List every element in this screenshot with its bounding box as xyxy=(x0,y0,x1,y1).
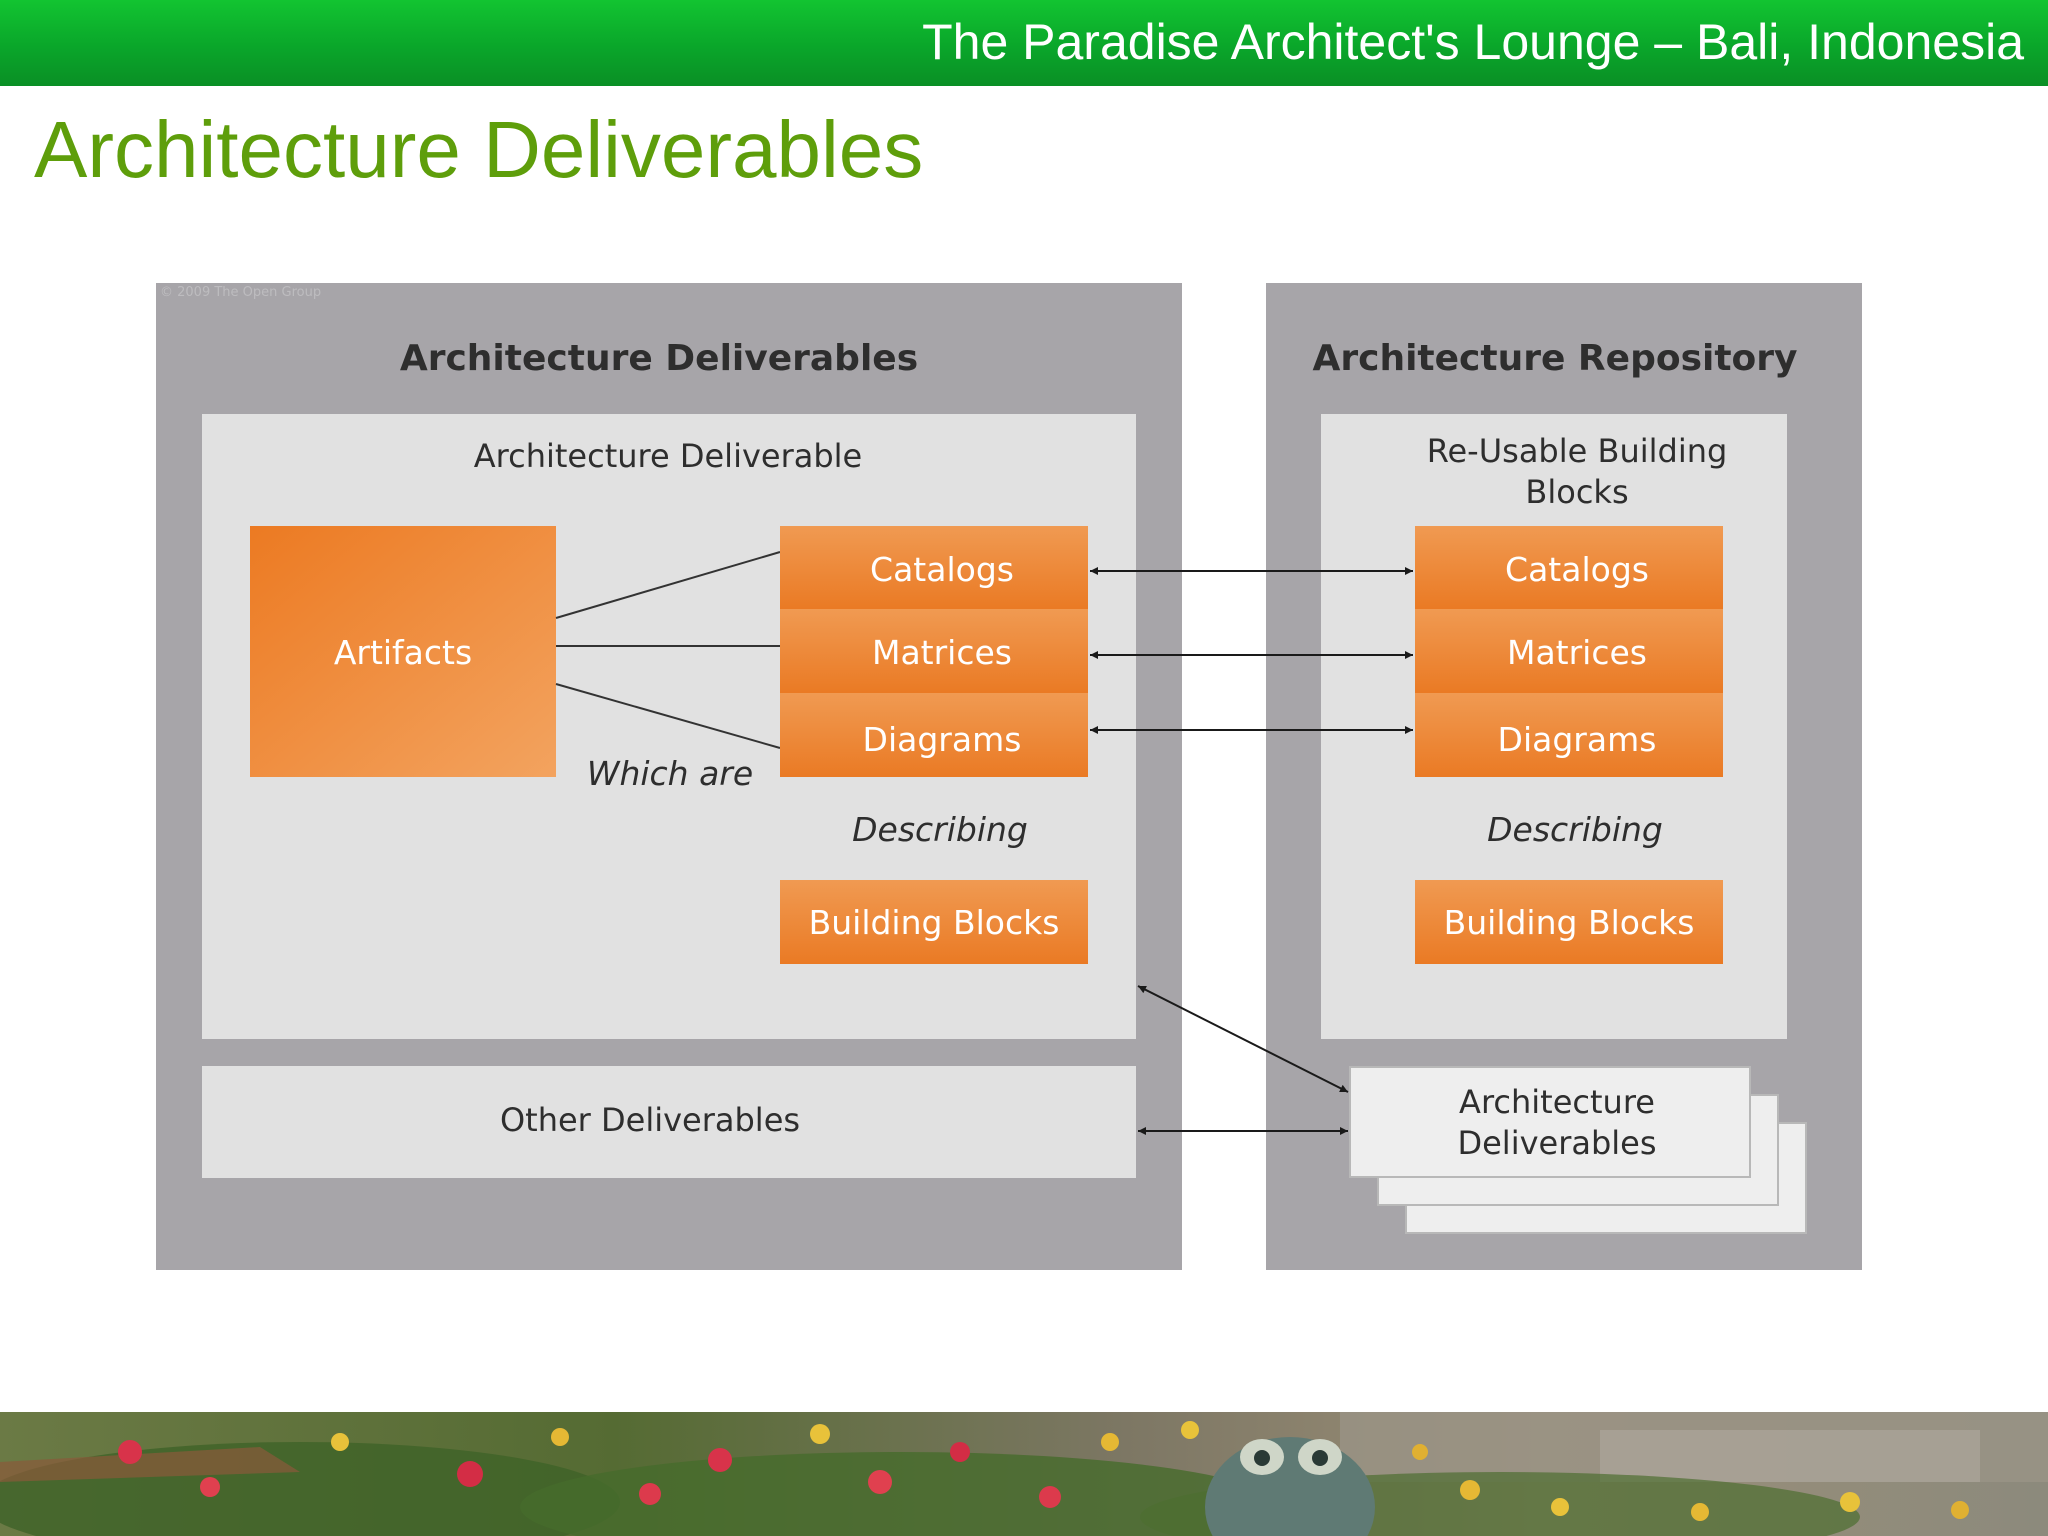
left-catalogs-label: Catalogs xyxy=(870,550,1014,589)
right-diagrams-label: Diagrams xyxy=(1498,720,1657,759)
right-diagrams-cell xyxy=(1415,693,1723,777)
left-matrices-label: Matrices xyxy=(872,633,1012,672)
reusable-title-line1: Re-Usable Building xyxy=(1427,432,1728,470)
artifacts-label: Artifacts xyxy=(334,633,472,672)
connector-artifacts-catalogs xyxy=(555,551,781,619)
left-panel-title: Architecture Deliverables xyxy=(400,338,918,379)
left-diagrams-cell xyxy=(780,693,1088,777)
left-building-blocks-box xyxy=(780,880,1088,964)
copyright-note: © 2009 The Open Group xyxy=(160,285,321,300)
right-catalogs-label: Catalogs xyxy=(1505,550,1649,589)
architecture-diagram: © 2009 The Open Group Architecture Deliv… xyxy=(156,283,1862,1270)
other-deliverables-label: Other Deliverables xyxy=(500,1101,800,1139)
right-building-blocks-label: Building Blocks xyxy=(1444,903,1695,942)
right-catalogs-cell xyxy=(1415,526,1723,609)
left-diagrams-label: Diagrams xyxy=(863,720,1022,759)
right-matrices-cell xyxy=(1415,609,1723,693)
right-describing-label: Describing xyxy=(1487,810,1663,849)
deliverables-stack-front xyxy=(1349,1066,1751,1178)
other-deliverables-box xyxy=(202,1066,1136,1178)
connector-artifacts-diagrams xyxy=(555,683,781,749)
reusable-title-line2: Blocks xyxy=(1525,473,1628,511)
right-building-blocks-box xyxy=(1415,880,1723,964)
garden-photo-image xyxy=(0,1412,2048,1536)
right-matrices-label: Matrices xyxy=(1507,633,1647,672)
deliverables-stack-line1: Architecture xyxy=(1459,1083,1655,1121)
artifacts-box xyxy=(250,526,556,777)
left-building-blocks-label: Building Blocks xyxy=(809,903,1060,942)
deliverables-stack-line2: Deliverables xyxy=(1457,1124,1656,1162)
garden-photo-strip xyxy=(0,1412,2048,1536)
left-catalogs-cell xyxy=(780,526,1088,609)
arrow-deliverable-to-repository xyxy=(1137,985,1349,1093)
left-describing-label: Describing xyxy=(852,810,1028,849)
page-title: Architecture Deliverables xyxy=(34,105,924,194)
architecture-deliverable-title: Architecture Deliverable xyxy=(474,437,862,475)
header-bar: The Paradise Architect's Lounge – Bali, … xyxy=(0,0,2048,86)
left-matrices-cell xyxy=(780,609,1088,693)
right-panel-title: Architecture Repository xyxy=(1313,338,1798,379)
header-title: The Paradise Architect's Lounge – Bali, … xyxy=(922,14,2024,70)
which-are-label: Which are xyxy=(587,754,753,793)
